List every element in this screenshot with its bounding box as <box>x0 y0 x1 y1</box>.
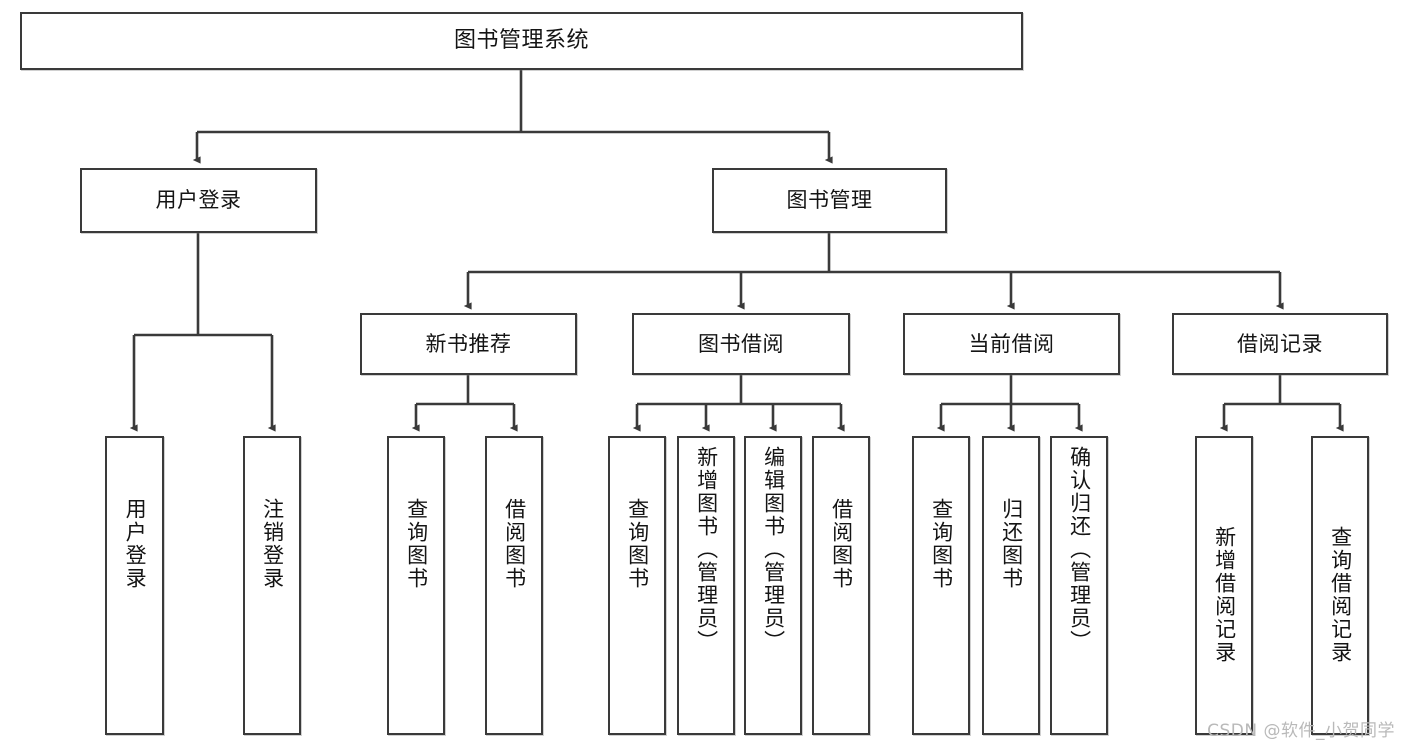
node-borrow-record[interactable]: 借阅记录 <box>1172 313 1388 375</box>
node-label: 当前借阅 <box>968 331 1055 356</box>
node-current-borrow[interactable]: 当前借阅 <box>903 313 1120 375</box>
leaf-add-book-admin[interactable]: 新增图书（管理员） <box>677 436 735 735</box>
leaf-query-book-borrow[interactable]: 查询图书 <box>608 436 666 735</box>
node-label: 用户登录 <box>155 188 242 213</box>
node-label: 归还图书 <box>999 498 1024 590</box>
node-label: 图书借阅 <box>698 331 784 356</box>
node-label: 注销登录 <box>260 498 285 590</box>
node-label: 编辑图书（管理员） <box>761 446 786 653</box>
leaf-edit-book-admin[interactable]: 编辑图书（管理员） <box>744 436 802 735</box>
leaf-query-book-current[interactable]: 查询图书 <box>912 436 970 735</box>
node-label: 图书管理系统 <box>453 28 589 54</box>
node-label: 用户登录 <box>123 498 148 590</box>
leaf-add-borrow-record[interactable]: 新增借阅记录 <box>1195 436 1253 735</box>
csdn-watermark: CSDN @软件_小贺同学 <box>1207 721 1395 741</box>
node-book-borrow[interactable]: 图书借阅 <box>632 313 850 375</box>
node-label: 借阅图书 <box>502 498 527 590</box>
leaf-query-borrow-record[interactable]: 查询借阅记录 <box>1311 436 1369 735</box>
node-label: 查询借阅记录 <box>1328 526 1353 664</box>
node-label: 查询图书 <box>404 498 429 590</box>
leaf-confirm-return-admin[interactable]: 确认归还（管理员） <box>1050 436 1108 735</box>
node-label: 确认归还（管理员） <box>1067 446 1092 653</box>
node-label: 新书推荐 <box>425 331 512 356</box>
leaf-logout[interactable]: 注销登录 <box>243 436 301 735</box>
node-book-management-system[interactable]: 图书管理系统 <box>20 12 1023 70</box>
leaf-user-login[interactable]: 用户登录 <box>105 436 164 735</box>
node-label: 新增借阅记录 <box>1212 526 1237 664</box>
node-label: 查询图书 <box>929 498 954 590</box>
node-label: 图书管理 <box>786 188 873 213</box>
leaf-query-book-new[interactable]: 查询图书 <box>387 436 445 735</box>
leaf-borrow-book-new[interactable]: 借阅图书 <box>485 436 543 735</box>
leaf-borrow-book[interactable]: 借阅图书 <box>812 436 870 735</box>
leaf-return-book[interactable]: 归还图书 <box>982 436 1040 735</box>
node-new-book-recommend[interactable]: 新书推荐 <box>360 313 577 375</box>
node-label: 借阅图书 <box>829 498 854 590</box>
node-label: 查询图书 <box>625 498 650 590</box>
node-user-login[interactable]: 用户登录 <box>80 168 317 233</box>
node-label: 借阅记录 <box>1237 331 1323 356</box>
node-book-management[interactable]: 图书管理 <box>712 168 947 233</box>
node-label: 新增图书（管理员） <box>694 446 719 653</box>
